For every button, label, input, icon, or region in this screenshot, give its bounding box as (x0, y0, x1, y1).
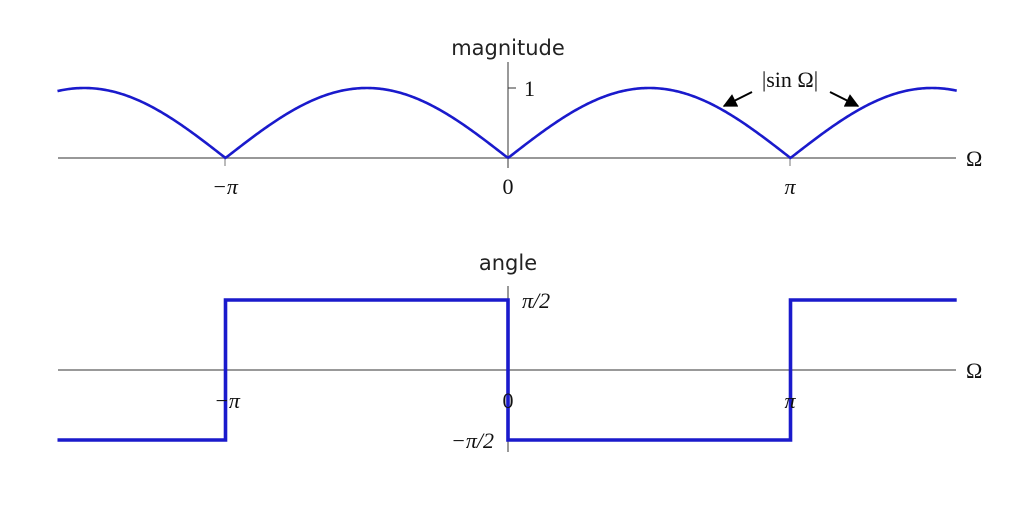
magnitude-y-tick-label: 1 (524, 76, 535, 101)
angle-x-label: Ω (966, 358, 982, 383)
angle-y-tick-neg-pi-half: −π/2 (451, 428, 494, 453)
angle-title: angle (479, 251, 537, 275)
angle-x-tick-zero: 0 (503, 388, 514, 413)
magnitude-x-tick-pi: π (784, 174, 796, 199)
magnitude-x-label: Ω (966, 146, 982, 171)
magnitude-x-tick-zero: 0 (503, 174, 514, 199)
sin-annotation: |sin Ω| (762, 67, 818, 92)
annotation-arrow-left (722, 91, 753, 107)
angle-plot: angle π/2 −π/2 −π 0 π Ω (57, 251, 982, 453)
annotation-arrow-right (829, 91, 860, 107)
magnitude-title: magnitude (451, 36, 565, 60)
angle-x-tick-neg-pi: −π (214, 388, 241, 413)
angle-y-tick-pi-half: π/2 (522, 288, 550, 313)
magnitude-x-tick-neg-pi: −π (212, 174, 239, 199)
angle-x-tick-pi: π (784, 388, 796, 413)
magnitude-plot: magnitude 1 −π 0 π Ω |sin Ω| (57, 36, 982, 199)
angle-curve (57, 298, 957, 442)
magnitude-curve (57, 86, 957, 160)
